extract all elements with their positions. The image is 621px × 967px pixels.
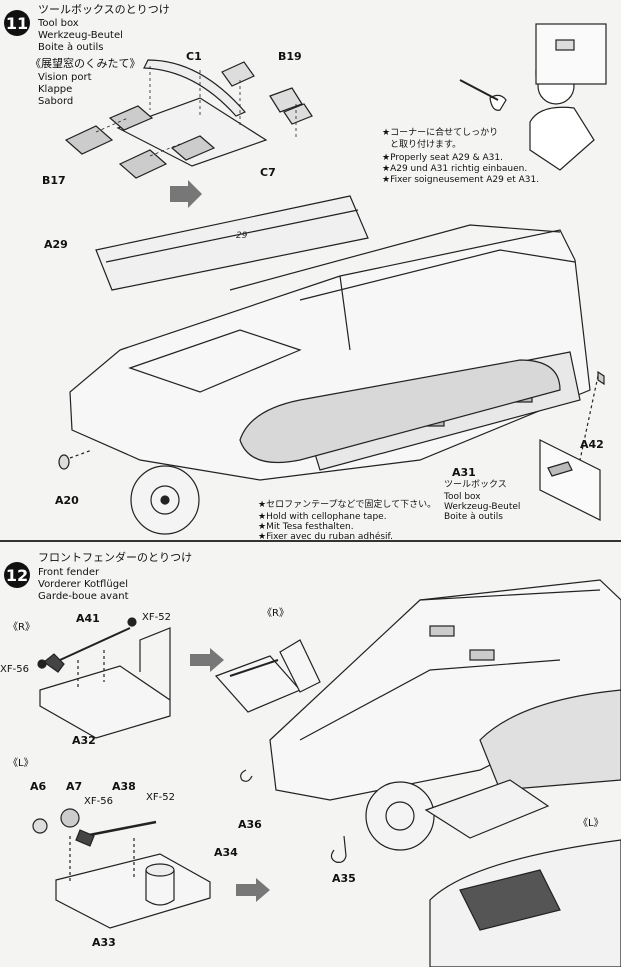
right-side-label-2: 《R》 [262,608,289,619]
seat-note-fr: ★Fixer soigneusement A29 et A31. [382,175,540,185]
paint-label-xf52-a: XF-52 [142,612,171,623]
part-a6 [32,818,48,834]
vision-port-title-jp: 《展望窓のくみたて》 [30,57,141,70]
vision-port-title-fr: Sabord [38,96,74,107]
part-a33 [55,853,211,929]
part-label-c1: C1 [186,50,202,63]
part-label-a29: A29 [44,238,68,251]
step-12-title-de: Vorderer Kotflügel [38,579,128,590]
step-11-number: 11 [4,10,30,36]
tape-note-jp: ★セロファンテープなどで固定して下さい。 [258,500,437,510]
front-wheel-step12 [365,781,435,851]
step-12-number: 12 [4,562,30,588]
part-a29 [95,195,369,291]
part-b19-b [269,87,303,113]
seat-note-de: ★A29 und A31 richtig einbauen. [382,164,528,174]
part-a38 [83,820,157,838]
step-12-title-en: Front fender [38,567,100,578]
part-label-b19: B19 [278,50,302,63]
part-a7 [60,808,80,828]
part-label-b17: B17 [42,174,66,187]
tool-box-label-jp: ツールボックス [444,480,507,490]
tape-note-de: ★Mit Tesa festhalten. [258,522,354,532]
part-label-a7: A7 [66,780,83,793]
tape-note-fr: ★Fixer avec du ruban adhésif. [258,532,393,542]
step-12-title-fr: Garde-boue avant [38,591,129,602]
step-11-title-jp: ツールボックスのとりつけ [38,3,170,16]
direction-arrow [170,180,202,208]
part-label-a41: A41 [76,612,100,625]
step-11-title-fr: Boite à outils [38,42,104,53]
part-label-c7: C7 [260,166,276,179]
step-divider [0,540,621,542]
left-side-label-1: 《L》 [8,758,34,769]
part-label-a20: A20 [55,494,79,507]
a29-mark: 29 [236,231,248,241]
part-label-a33: A33 [92,936,116,949]
part-a35 [330,835,347,863]
paint-label-xf52-b: XF-52 [146,792,175,803]
fender-detail-l [424,779,550,839]
tool-box-label-fr: Boite à outils [444,512,503,522]
part-b17-a [64,125,114,155]
right-side-label-1: 《R》 [8,622,35,633]
direction-arrow-2 [190,648,224,672]
vision-port-title-en: Vision port [38,72,92,83]
part-label-a42: A42 [580,438,604,451]
part-label-a31: A31 [452,466,476,479]
part-label-a34: A34 [214,846,238,859]
part-a36 [240,769,253,782]
part-a41 [59,627,131,661]
seat-note-en: ★Properly seat A29 & A31. [382,153,503,163]
part-b19-a [221,61,255,87]
paint-label-xf56-b: XF-56 [84,796,113,807]
step-11-title-en: Tool box [38,18,79,29]
track-step12 [479,689,621,791]
vision-port-title-de: Klappe [38,84,73,95]
seat-note-jp-1: ★コーナーに合せてしっかり [382,128,499,138]
seat-note-jp-2: と取り付けます。 [390,140,462,150]
vehicle-hull-step12 [269,579,621,801]
part-c1 [143,59,246,117]
part-a20 [58,454,70,470]
part-b17-b [118,149,168,179]
paint-label-xf56-a: XF-56 [0,664,29,675]
part-b17-c [108,105,154,131]
step-11-title-de: Werkzeug-Beutel [38,30,123,41]
tool-box-label-en: Tool box [444,492,481,502]
left-side-label-2: 《L》 [578,818,604,829]
part-label-a6: A6 [30,780,47,793]
part-label-a38: A38 [112,780,136,793]
part-a32 [39,665,171,739]
track [239,359,561,464]
tool-box-label-de: Werkzeug-Beutel [444,502,521,512]
direction-arrow-3 [236,878,270,902]
part-b17-d [170,135,216,161]
part-b19-c [283,103,313,125]
part-c7 [116,97,268,167]
step-12-title-jp: フロントフェンダーのとりつけ [38,551,193,564]
instructor-figure [459,23,607,171]
part-label-a35: A35 [332,872,356,885]
part-a34 [145,863,175,877]
part-label-a36: A36 [238,818,262,831]
part-label-a32: A32 [72,734,96,747]
tape-note-en: ★Hold with cellophane tape. [258,512,387,522]
